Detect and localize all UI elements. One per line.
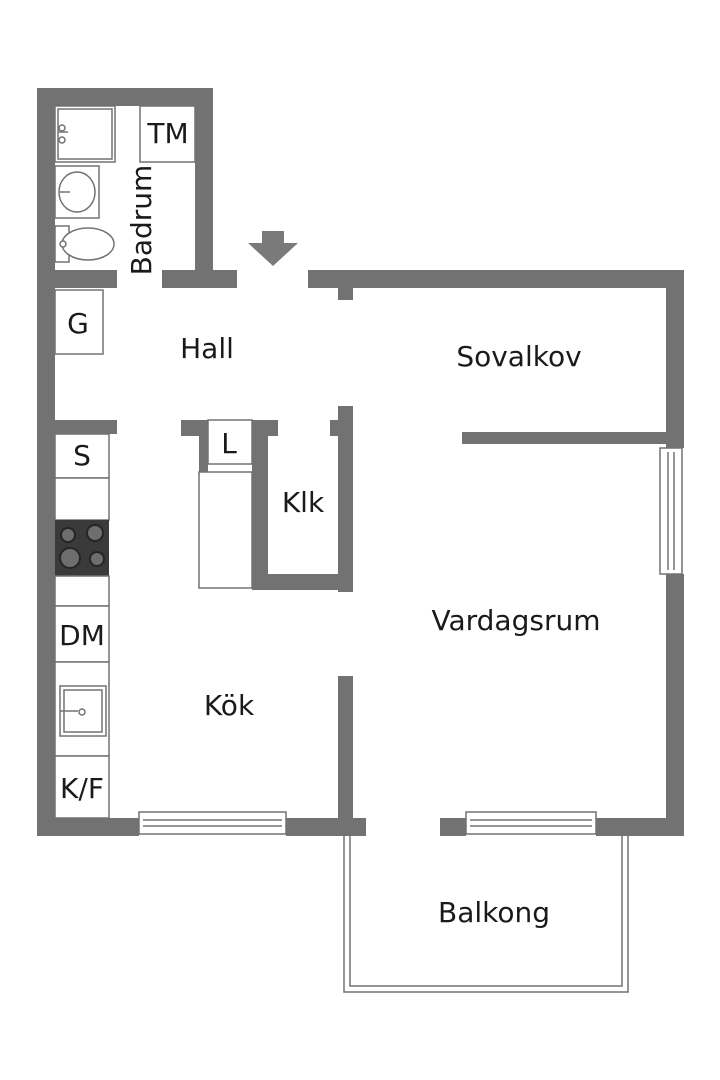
- wall-sovalkov: [462, 432, 666, 444]
- wall-bathroom-bottom-right: [162, 270, 237, 288]
- labels: Badrum TM G Hall Sovalkov L Klk S DM Var…: [59, 117, 600, 929]
- wall-right-upper: [666, 270, 684, 448]
- wall-bottom-left: [37, 818, 139, 836]
- window-right: [659, 447, 683, 575]
- room-label-badrum: Badrum: [125, 165, 158, 276]
- wall-closet-l-left: [199, 420, 208, 472]
- room-label-hall: Hall: [180, 332, 234, 365]
- wall-top: [308, 270, 684, 288]
- stove-burners: [59, 524, 105, 569]
- wall-bottom-mid: [286, 818, 366, 836]
- kitchen-counter: [54, 433, 110, 819]
- wall-bathroom-right: [195, 88, 213, 288]
- wall-kitchen-living: [338, 676, 353, 836]
- windows: [138, 447, 683, 835]
- fixture-label-kf: K/F: [60, 772, 104, 805]
- toilet: [54, 225, 115, 263]
- wardrobe: [198, 471, 253, 589]
- window-living: [465, 811, 597, 835]
- fixture-label-g: G: [67, 307, 89, 340]
- fixture-label-s: S: [73, 439, 91, 472]
- shower: [54, 105, 116, 163]
- s-cabinet: [54, 433, 110, 479]
- wall-bottom-mid2: [440, 818, 466, 836]
- room-label-balkong: Balkong: [438, 896, 550, 929]
- wall-left: [37, 88, 55, 836]
- kf-cabinet: [54, 755, 110, 819]
- walls: [37, 88, 684, 836]
- g-cabinet: [54, 289, 104, 355]
- wall-bottom-right: [596, 818, 684, 836]
- room-label-kok: Kök: [204, 689, 255, 722]
- wall-right-lower: [666, 574, 684, 836]
- wall-klk-right: [338, 406, 353, 592]
- wall-bathroom-bottom-left: [37, 270, 117, 288]
- fixture-label-l: L: [221, 427, 237, 460]
- wall-hall-kitchen: [55, 420, 117, 434]
- room-label-sovalkov: Sovalkov: [456, 340, 581, 373]
- arrow-down-icon: [248, 231, 298, 266]
- dm-cabinet: [54, 605, 110, 663]
- wall-stub-top: [338, 288, 353, 300]
- room-label-vardagsrum: Vardagsrum: [432, 604, 601, 637]
- fixture-label-tm: TM: [146, 117, 188, 150]
- balcony: [343, 836, 629, 993]
- room-label-klk: Klk: [282, 486, 325, 519]
- wall-bathroom-top: [37, 88, 213, 106]
- tm-cabinet: [139, 105, 196, 163]
- bathroom-sink: [54, 165, 100, 219]
- counter-section: [54, 477, 110, 521]
- wall-klk-bottom: [252, 574, 353, 590]
- l-closet: [207, 419, 253, 465]
- window-kitchen: [138, 811, 287, 835]
- sink-drain: [78, 708, 86, 716]
- fixture-label-dm: DM: [59, 619, 105, 652]
- counter-section-2: [54, 575, 110, 607]
- wall-closet-mid: [252, 420, 268, 588]
